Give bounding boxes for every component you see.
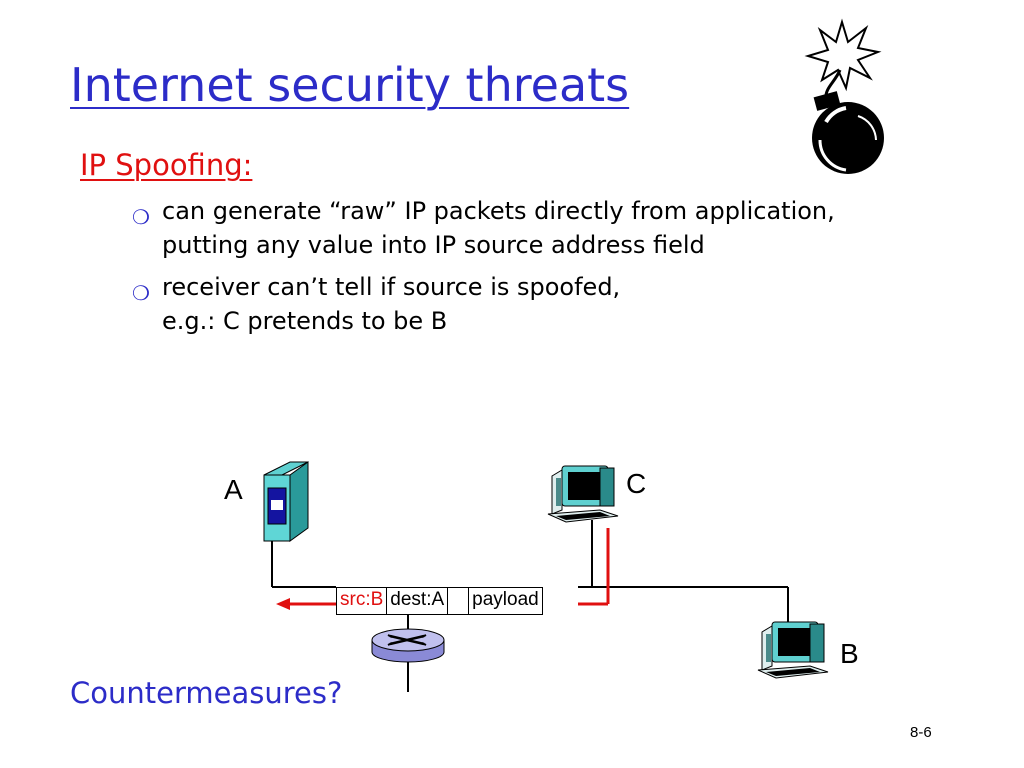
host-b-label: B: [840, 638, 859, 669]
host-a-label: A: [224, 474, 243, 505]
spoof-path: [276, 528, 610, 610]
desktop-computer-icon: [757, 621, 829, 679]
bullet-circle-icon: ❍: [132, 281, 150, 305]
bullet-line: receiver can’t tell if source is spoofed…: [162, 273, 621, 301]
bomb-icon: [804, 18, 884, 174]
slide-number: 8-6: [910, 724, 932, 741]
subtitle-ip-spoofing: IP Spoofing:: [80, 148, 253, 182]
countermeasures-prompt: Countermeasures?: [70, 676, 343, 710]
packet-dest-field: dest:A: [387, 588, 449, 614]
router-icon: [371, 628, 445, 663]
bullet-circle-icon: ❍: [132, 205, 150, 229]
bullet-line: can generate “raw” IP packets directly f…: [162, 197, 835, 225]
network-links: [271, 520, 789, 692]
packet-payload-field: payload: [472, 589, 539, 610]
bullet-line: e.g.: C pretends to be B: [162, 307, 448, 335]
server-icon: [263, 461, 309, 542]
host-c-label: C: [626, 468, 647, 499]
spoofed-packet: src:B dest:A payload: [336, 587, 543, 615]
desktop-computer-icon: [547, 465, 619, 523]
packet-empty-field: [448, 588, 470, 614]
packet-src-field: src:B: [337, 588, 388, 614]
slide-title: Internet security threats: [70, 58, 630, 112]
bullet-line: putting any value into IP source address…: [162, 231, 705, 259]
